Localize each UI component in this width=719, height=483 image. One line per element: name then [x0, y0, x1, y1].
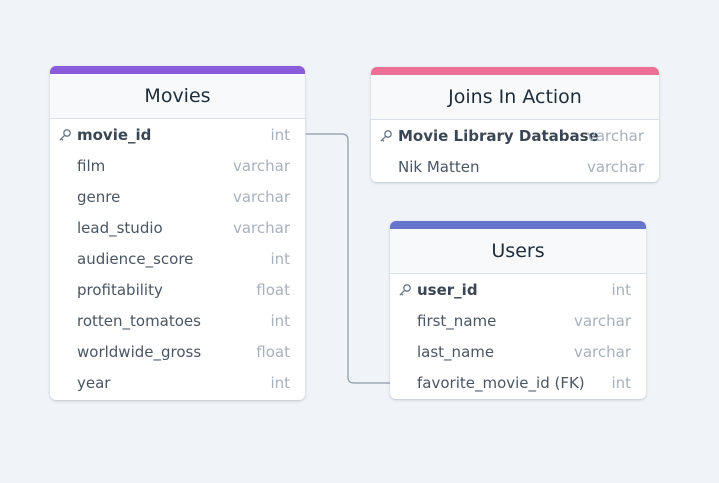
column-row-profitability[interactable]: profitability float [50, 274, 305, 305]
column-name: rotten_tomatoes [77, 311, 201, 330]
column-row-nik-matten[interactable]: Nik Matten varchar [371, 151, 659, 182]
column-name: first_name [417, 311, 497, 330]
column-type: float [256, 342, 290, 361]
column-name: audience_score [77, 249, 194, 268]
column-row-first_name[interactable]: first_name varchar [390, 305, 646, 336]
column-type: int [270, 125, 290, 144]
table-joins-in-action[interactable]: Joins In Action Movie Library Database v… [371, 67, 659, 182]
table-title: Users [390, 229, 646, 274]
column-type: int [270, 373, 290, 392]
column-row-favorite_movie_id[interactable]: favorite_movie_id (FK) int [390, 367, 646, 398]
column-name: user_id [417, 280, 478, 299]
column-row-movie_id[interactable]: movie_id int [50, 119, 305, 150]
column-name: worldwide_gross [77, 342, 202, 361]
column-type: varchar [573, 342, 631, 361]
column-row-worldwide_gross[interactable]: worldwide_gross float [50, 336, 305, 367]
column-name: genre [77, 187, 121, 206]
column-name: last_name [417, 342, 495, 361]
table-accent-bar [390, 221, 646, 229]
column-name: Movie Library Database [398, 126, 599, 145]
column-row-movie-library-database[interactable]: Movie Library Database varchar [371, 120, 659, 151]
column-name: year [77, 373, 111, 392]
column-name: Nik Matten [398, 157, 480, 176]
key-icon [399, 284, 411, 296]
column-row-user_id[interactable]: user_id int [390, 274, 646, 305]
table-accent-bar [371, 67, 659, 75]
column-name: profitability [77, 280, 163, 299]
column-type: int [611, 280, 631, 299]
column-row-lead_studio[interactable]: lead_studio varchar [50, 212, 305, 243]
column-name: film [77, 156, 106, 175]
column-row-year[interactable]: year int [50, 367, 305, 398]
column-type: varchar [586, 157, 644, 176]
column-type: varchar [232, 218, 290, 237]
column-row-audience_score[interactable]: audience_score int [50, 243, 305, 274]
key-icon [380, 130, 392, 142]
column-type: int [270, 249, 290, 268]
column-name: movie_id [77, 125, 152, 144]
column-type: varchar [586, 126, 644, 145]
table-users[interactable]: Users user_id int first_name varchar las… [390, 221, 646, 399]
table-accent-bar [50, 66, 305, 74]
column-row-rotten_tomatoes[interactable]: rotten_tomatoes int [50, 305, 305, 336]
table-title: Joins In Action [371, 75, 659, 120]
column-name: lead_studio [77, 218, 163, 237]
column-row-last_name[interactable]: last_name varchar [390, 336, 646, 367]
column-type: float [256, 280, 290, 299]
table-title: Movies [50, 74, 305, 119]
column-name: favorite_movie_id (FK) [417, 373, 585, 392]
column-type: varchar [232, 156, 290, 175]
column-type: varchar [232, 187, 290, 206]
key-icon [59, 129, 71, 141]
column-row-genre[interactable]: genre varchar [50, 181, 305, 212]
column-type: int [611, 373, 631, 392]
column-row-film[interactable]: film varchar [50, 150, 305, 181]
table-movies[interactable]: Movies movie_id int film varchar genre v… [50, 66, 305, 400]
column-type: int [270, 311, 290, 330]
column-type: varchar [573, 311, 631, 330]
